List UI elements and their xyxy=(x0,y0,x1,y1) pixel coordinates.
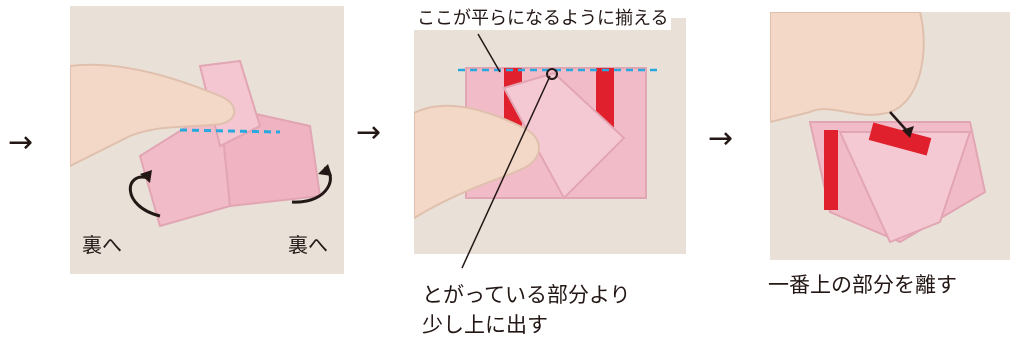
step-3-caption: 一番上の部分を離す xyxy=(768,273,957,297)
next-step-arrow-2: → xyxy=(356,115,382,150)
step-2-caption-line-2: 少し上に出す xyxy=(422,313,548,337)
step-2-photo xyxy=(414,18,686,254)
step-1-photo: 裏へ 裏へ xyxy=(70,6,344,274)
step-2-caption-line-1: とがっている部分より xyxy=(422,283,631,307)
next-step-arrow-3: → xyxy=(708,121,734,156)
align-flat-note: ここが平らになるように揃える xyxy=(414,8,672,30)
flip-to-back-label-left: 裏へ xyxy=(82,233,122,257)
next-step-arrow-1: → xyxy=(8,125,34,160)
flip-to-back-label-right: 裏へ xyxy=(288,233,328,257)
leader-lines xyxy=(461,33,551,269)
step-3-photo xyxy=(770,12,1010,260)
